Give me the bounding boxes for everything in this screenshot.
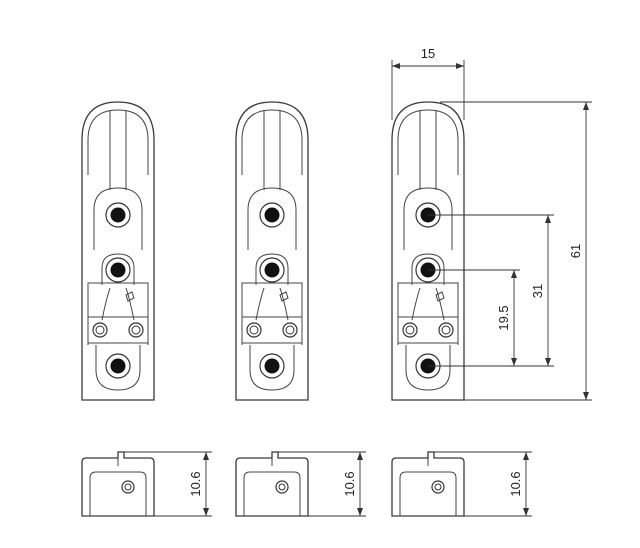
width-dimension-label: 15: [421, 46, 435, 61]
thickness-dimension-label-3: 10.6: [508, 471, 523, 496]
hole-spacing-short-label: 19.5: [496, 305, 511, 330]
bracket-profile-view-1: [81, 451, 155, 517]
bracket-profile-view-2: [235, 451, 309, 517]
bracket-profile-view-3: [391, 451, 465, 517]
thickness-dimension-label-1: 10.6: [188, 471, 203, 496]
hole-spacing-short-dimension: 19.5: [428, 269, 520, 366]
height-dimension: 61: [440, 101, 592, 401]
bracket-front-view-3: [391, 101, 465, 401]
thickness-dimension-2: 10.6: [272, 451, 366, 517]
thickness-dimension-1: 10.6: [118, 451, 212, 517]
thickness-dimension-label-2: 10.6: [342, 471, 357, 496]
thickness-dimension-3: 10.6: [428, 451, 532, 517]
hole-spacing-long-label: 31: [530, 284, 545, 298]
bracket-front-view-1: [81, 101, 155, 401]
hole-spacing-long-dimension: 31: [428, 214, 554, 367]
width-dimension: 15: [391, 46, 465, 120]
height-dimension-label: 61: [568, 244, 583, 258]
bracket-front-view-2: [235, 101, 309, 401]
